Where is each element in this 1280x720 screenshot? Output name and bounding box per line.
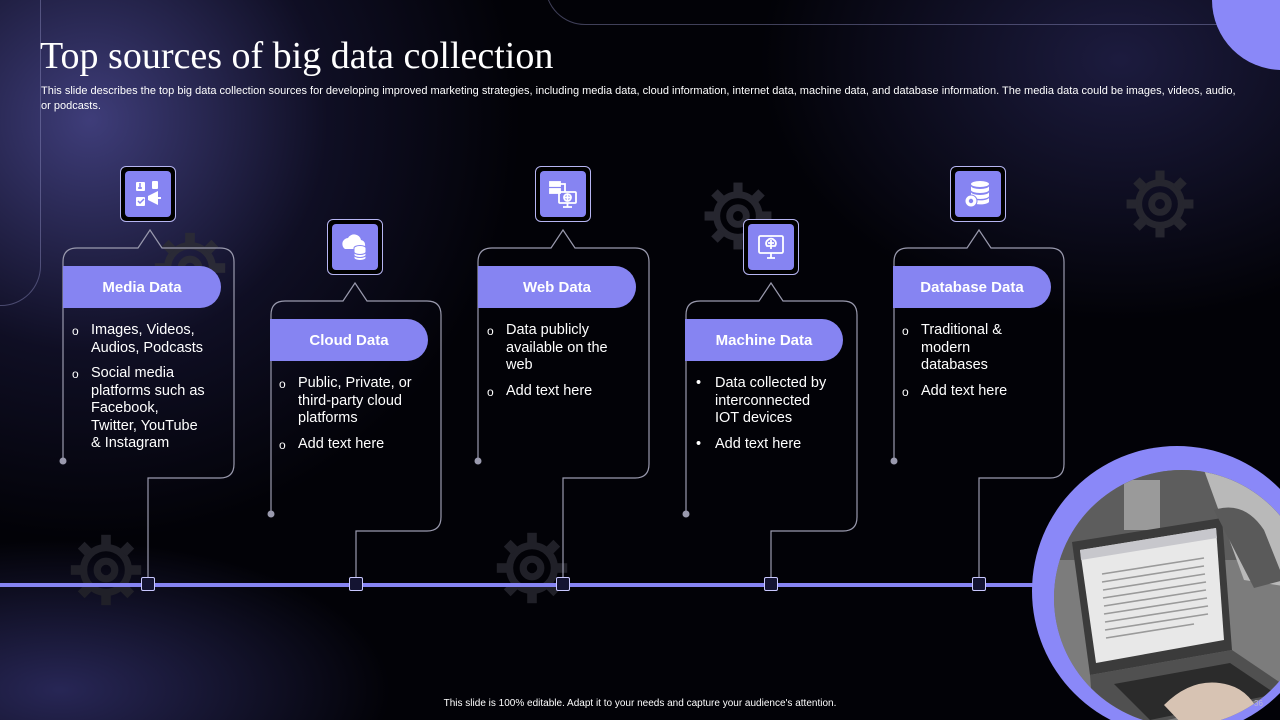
timeline-node bbox=[349, 577, 363, 591]
card-outline-media bbox=[62, 228, 235, 578]
list-item: •Add text here bbox=[696, 435, 802, 452]
laptop-photo bbox=[1054, 470, 1280, 720]
card-list-machine: •Data collected by interconnected IOT de… bbox=[696, 375, 831, 461]
database-gear-icon bbox=[950, 166, 1006, 222]
timeline-bar bbox=[0, 583, 1070, 587]
timeline-node bbox=[764, 577, 778, 591]
page-number: 36 bbox=[1254, 699, 1263, 708]
timeline-node bbox=[556, 577, 570, 591]
slide-footer: This slide is 100% editable. Adapt it to… bbox=[443, 698, 837, 709]
media-icon bbox=[120, 166, 176, 222]
card-outline-machine bbox=[685, 281, 858, 578]
card-outline-database bbox=[893, 228, 1065, 578]
card-outline-web bbox=[477, 228, 650, 578]
timeline-node bbox=[972, 577, 986, 591]
card-heading-database: Database Data bbox=[893, 266, 1051, 308]
background-gear-icon bbox=[496, 532, 568, 604]
list-item: •Data collected by interconnected IOT de… bbox=[696, 375, 827, 426]
background-gear-icon bbox=[1126, 170, 1194, 238]
slide-title: Top sources of big data collection bbox=[40, 35, 554, 77]
monitor-brain-icon bbox=[743, 219, 799, 275]
cloud-database-icon bbox=[327, 219, 383, 275]
card-heading-media: Media Data bbox=[63, 266, 221, 308]
card-outline-cloud bbox=[270, 281, 442, 578]
slide-description: This slide describes the top big data co… bbox=[41, 85, 1236, 112]
card-heading-machine: Machine Data bbox=[685, 319, 843, 361]
timeline-node bbox=[141, 577, 155, 591]
card-heading-web: Web Data bbox=[478, 266, 636, 308]
card-heading-cloud: Cloud Data bbox=[270, 319, 428, 361]
web-network-icon bbox=[535, 166, 591, 222]
background-gear-icon bbox=[70, 534, 142, 606]
